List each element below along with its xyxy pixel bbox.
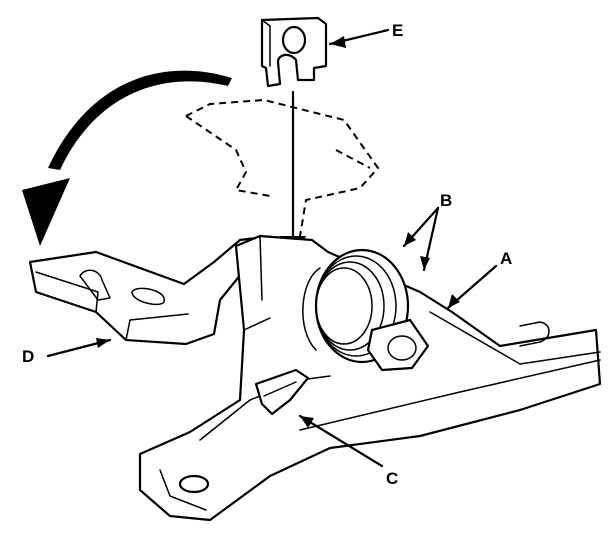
clip-c bbox=[254, 368, 310, 416]
install-arrow bbox=[280, 90, 306, 262]
bushing-b bbox=[302, 248, 430, 372]
bracket-d bbox=[28, 236, 264, 346]
label-e: E bbox=[392, 21, 403, 40]
label-c: C bbox=[386, 469, 398, 488]
label-a: A bbox=[500, 249, 512, 268]
rotation-arrow bbox=[22, 70, 232, 246]
clip-e bbox=[260, 16, 328, 88]
bracket-dashed-position bbox=[185, 99, 379, 237]
label-b: B bbox=[440, 191, 452, 210]
leader-lines bbox=[46, 28, 498, 468]
label-d: D bbox=[22, 347, 34, 366]
